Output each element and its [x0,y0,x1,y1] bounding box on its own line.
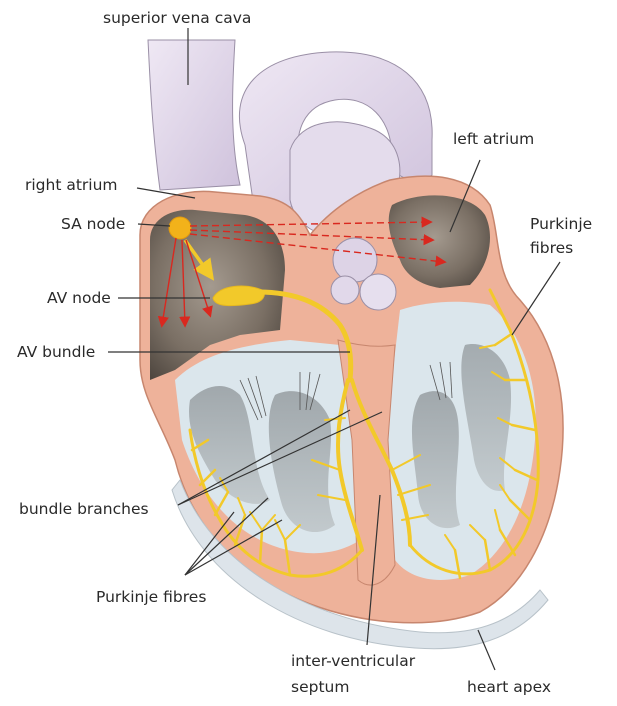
label-av-bundle: AV bundle [17,342,95,362]
valve-sphere-3 [331,276,359,304]
label-heart-apex: heart apex [467,677,551,697]
valve-sphere-2 [360,274,396,310]
label-inter-ventricular-1: inter-ventricular [291,651,415,671]
label-purkinje-fibres-right-1: Purkinje [530,214,592,234]
sa-node [169,217,191,239]
label-right-atrium: right atrium [25,175,118,195]
label-av-node: AV node [47,288,111,308]
label-superior-vena-cava: superior vena cava [103,8,251,28]
label-purkinje-fibres-right-2: fibres [530,238,573,258]
label-sa-node: SA node [61,214,125,234]
label-left-atrium: left atrium [453,129,534,149]
label-bundle-branches: bundle branches [19,499,149,519]
label-purkinje-fibres-bottom: Purkinje fibres [96,587,206,607]
label-inter-ventricular-2: septum [291,677,349,697]
superior-vena-cava [148,40,240,190]
